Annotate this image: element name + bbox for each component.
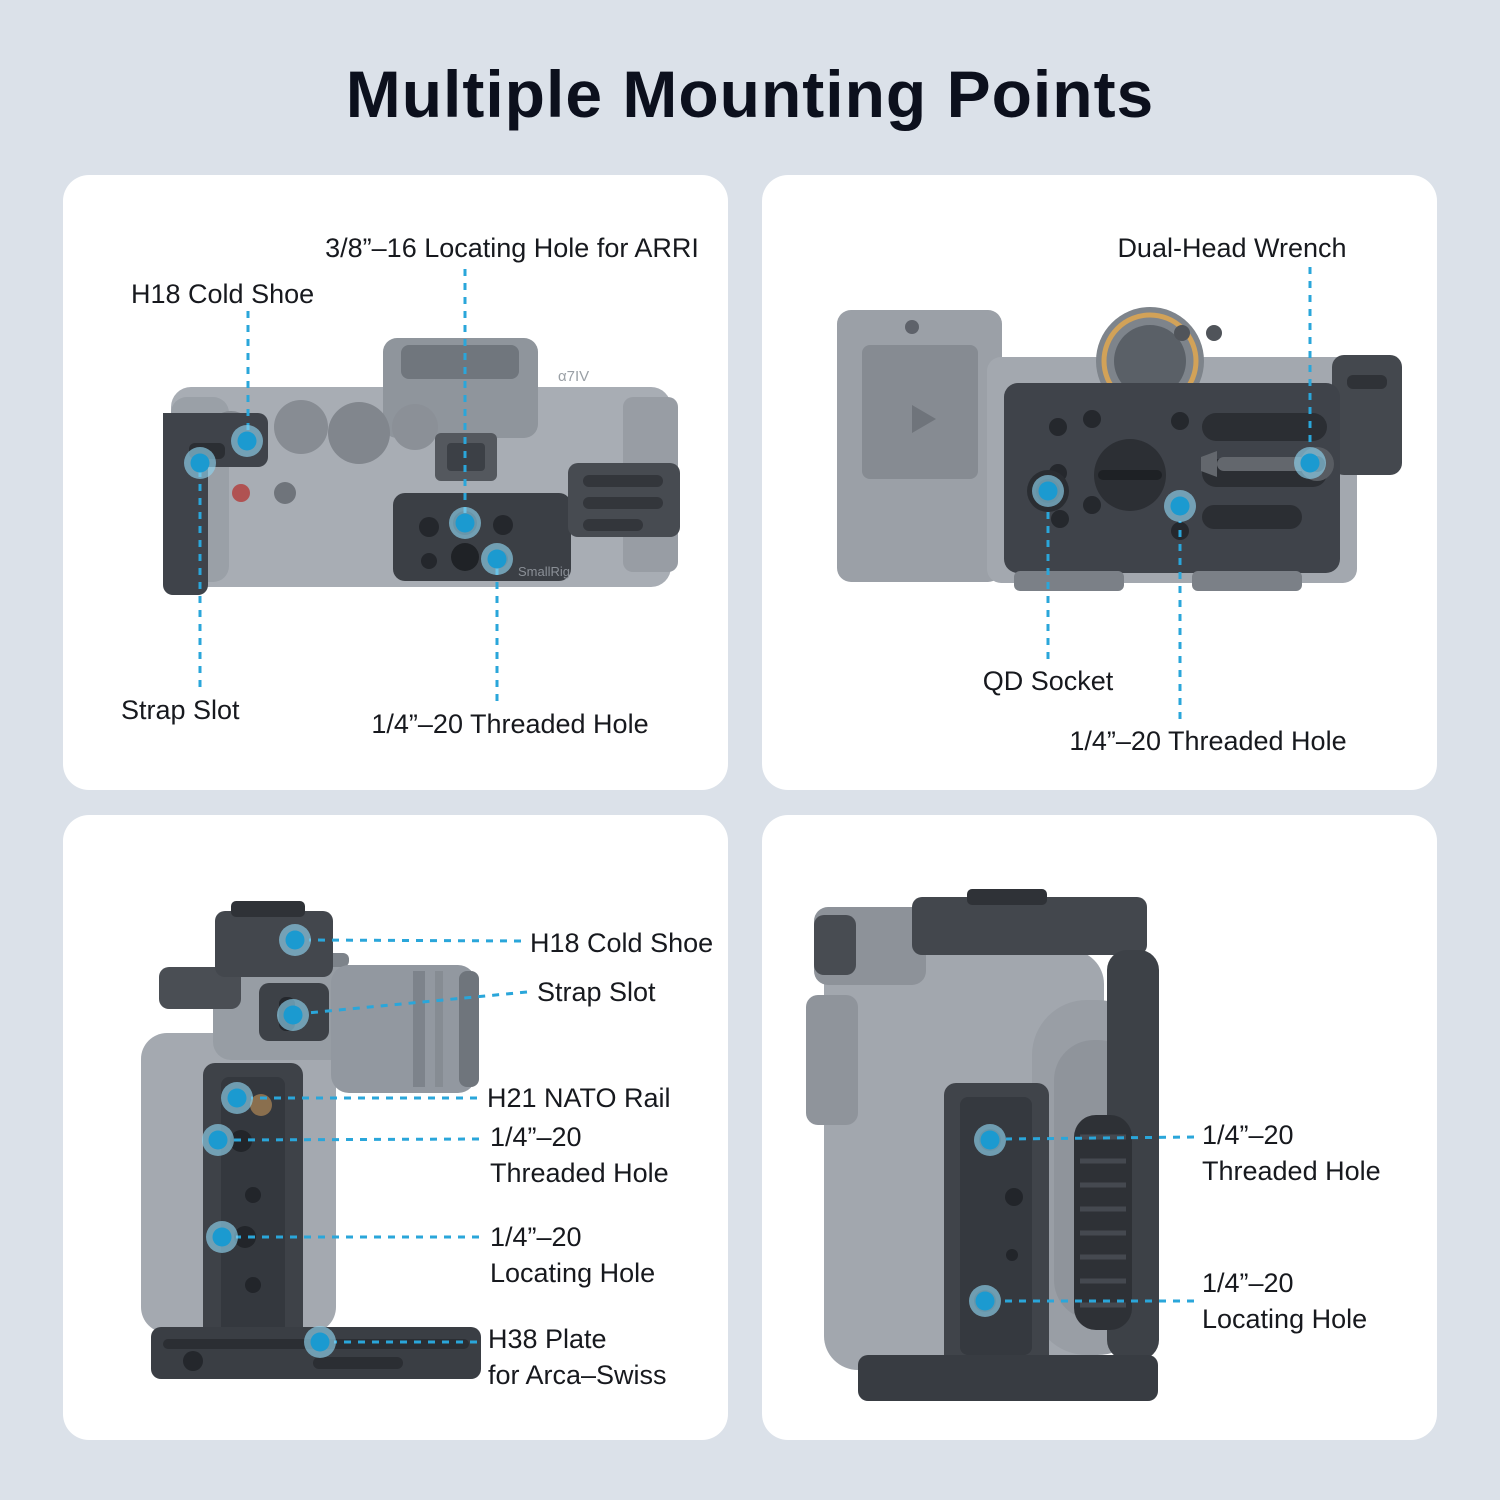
locating-hole-dot — [206, 1221, 238, 1253]
callout-threaded-hole: 1/4”–20 Threaded Hole — [1069, 726, 1347, 756]
mount-point-dots — [184, 425, 513, 575]
mount-point-dots — [969, 1124, 1006, 1317]
callout-strap-slot: Strap Slot — [537, 977, 656, 1007]
locating-hole-dot — [969, 1285, 1001, 1317]
arca-plate-dot — [304, 1326, 336, 1358]
panel-left-side-view: H18 Cold Shoe Strap Slot H21 NATO Rail 1… — [63, 815, 728, 1440]
callout-threaded-hole: 1/4”–20 Threaded Hole — [1202, 1117, 1381, 1189]
qd-socket-dot — [1032, 475, 1064, 507]
callout-lines — [231, 938, 528, 1344]
panel-right-side-view: 1/4”–20 Threaded Hole 1/4”–20 Locating H… — [762, 815, 1437, 1440]
threaded-hole-dot — [481, 543, 513, 575]
callout-line-2: for Arca–Swiss — [488, 1360, 667, 1390]
callout-line-2: Locating Hole — [490, 1258, 656, 1288]
panel-top-view: SmallRig α7IV 3/8”–16 Locating Hole for … — [63, 175, 728, 790]
callout-arri-hole: 3/8”–16 Locating Hole for ARRI — [325, 233, 699, 263]
callout-line-2: Threaded Hole — [1202, 1156, 1381, 1186]
callout-line-1: H38 Plate — [488, 1324, 607, 1354]
mount-point-dots — [1032, 447, 1326, 522]
callout-strap-slot: Strap Slot — [121, 695, 240, 725]
callout-locating-hole: 1/4”–20 Locating Hole — [1202, 1265, 1367, 1337]
callout-threaded-hole: 1/4”–20 Threaded Hole — [371, 709, 649, 739]
wrench-dot — [1294, 447, 1326, 479]
callout-line-1: 1/4”–20 — [1202, 1268, 1294, 1298]
camera-right-side-illustration — [806, 889, 1195, 1401]
callout-wrench: Dual-Head Wrench — [1117, 233, 1347, 263]
callout-cold-shoe: H18 Cold Shoe — [530, 928, 714, 958]
page-title: Multiple Mounting Points — [345, 57, 1155, 131]
callout-cold-shoe: H18 Cold Shoe — [131, 279, 315, 309]
threaded-hole-dot — [974, 1124, 1006, 1156]
callout-nato-rail: H21 NATO Rail — [487, 1083, 671, 1113]
brand-mark: SmallRig — [518, 564, 570, 579]
threaded-hole-dot — [1164, 490, 1196, 522]
callout-qd-socket: QD Socket — [982, 666, 1114, 696]
callout-line-1: 1/4”–20 — [490, 1122, 582, 1152]
mount-point-dots — [202, 924, 336, 1358]
callout-locating-hole: 1/4”–20 Locating Hole — [490, 1219, 655, 1291]
arri-hole-dot — [449, 507, 481, 539]
callout-line-2: Locating Hole — [1202, 1304, 1368, 1334]
camera-left-side-illustration — [141, 901, 528, 1379]
strap-slot-dot — [277, 999, 309, 1031]
callout-lines — [198, 269, 499, 701]
callout-lines — [1001, 1135, 1195, 1303]
callout-arca-plate: H38 Plate for Arca–Swiss — [488, 1321, 667, 1393]
cold-shoe-dot — [279, 924, 311, 956]
cold-shoe-dot — [231, 425, 263, 457]
callout-line-1: 1/4”–20 — [1202, 1120, 1294, 1150]
callout-line-1: 1/4”–20 — [490, 1222, 582, 1252]
callout-threaded-hole: 1/4”–20 Threaded Hole — [490, 1119, 669, 1191]
camera-top-view-illustration: SmallRig α7IV — [163, 269, 680, 701]
threaded-hole-dot — [202, 1124, 234, 1156]
strap-slot-dot — [184, 447, 216, 479]
callout-lines — [1046, 267, 1312, 719]
camera-bottom-view-illustration — [837, 267, 1402, 719]
callout-line-2: Threaded Hole — [490, 1158, 669, 1188]
camera-top-view-body — [171, 338, 678, 587]
camera-model-label: α7IV — [558, 368, 589, 385]
nato-rail-dot — [221, 1082, 253, 1114]
panel-bottom-view: Dual-Head Wrench QD Socket 1/4”–20 Threa… — [762, 175, 1437, 790]
